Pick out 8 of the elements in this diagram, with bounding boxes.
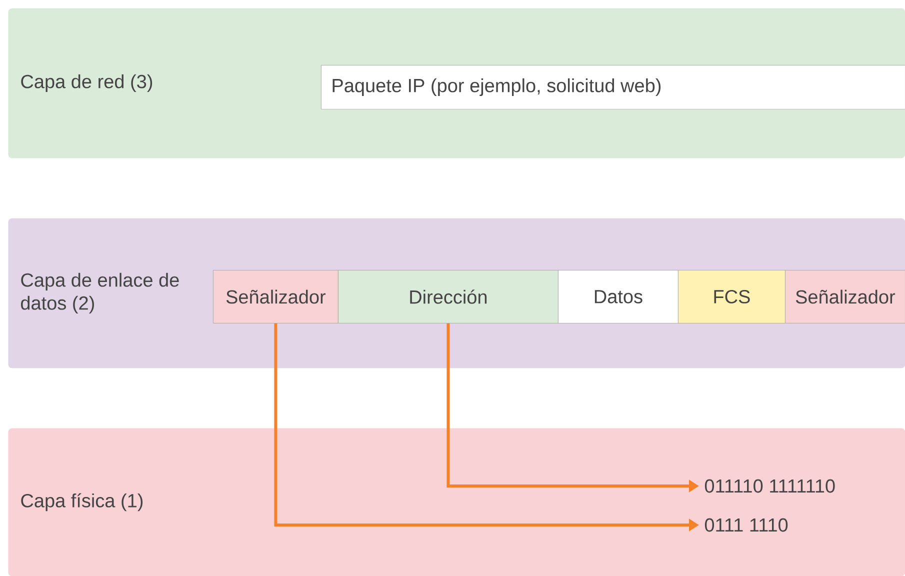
frame-field-cell: Datos [558,270,678,324]
frame-field-cell: Señalizador [785,270,905,324]
frame-field-cell: Dirección [338,270,558,324]
bit-pattern: 0111 1110 [704,518,788,532]
packet-box: Paquete IP (por ejemplo, solicitud web) [321,65,905,110]
bit-pattern: 011110 1111110 [704,479,835,493]
frame-field-cell: Señalizador [213,270,338,324]
frame-field-cell: FCS [678,270,786,324]
